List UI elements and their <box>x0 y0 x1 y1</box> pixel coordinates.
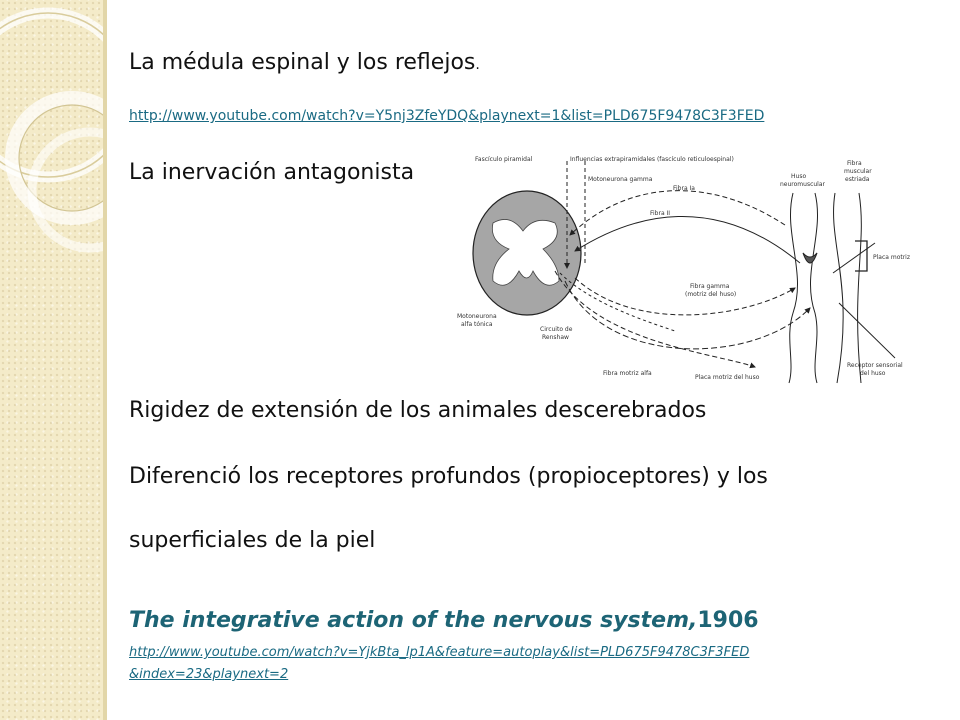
decorative-rings <box>0 7 103 253</box>
label-motoneurona-gamma: Motoneurona gamma <box>588 176 653 183</box>
decorative-sidebar <box>0 0 103 720</box>
diagram-labels: Fascículo piramidal Influencias extrapir… <box>457 156 910 381</box>
sidebar-divider <box>103 0 107 720</box>
label-fibra-motriz-alfa: Fibra motriz alfa <box>603 370 652 377</box>
label-fibra-gamma: Fibra gamma <box>690 283 730 290</box>
label-placa-motriz: Placa motriz <box>873 254 910 261</box>
subtitle-antagonist-innervation: La inervación antagonista <box>129 160 415 185</box>
youtube-link-integrative-action-cont[interactable]: &index=23&playnext=2 <box>129 667 289 682</box>
label-motoneurona: Motoneurona <box>457 313 497 320</box>
text-diferencio: Diferenció los receptores profundos (pro… <box>129 464 768 489</box>
label-estriada: estriada <box>845 176 870 183</box>
label-motriz-huso: (motriz del huso) <box>685 291 736 298</box>
text-rigidez: Rigidez de extensión de los animales des… <box>129 398 707 423</box>
label-huso: Huso <box>791 173 806 180</box>
slide-title: La médula espinal y los reflejos. <box>129 50 480 75</box>
text-superficiales: superficiales de la piel <box>129 528 376 553</box>
label-fasciculo-piramidal: Fascículo piramidal <box>475 156 533 163</box>
youtube-link-integrative-action[interactable]: http://www.youtube.com/watch?v=YjkBta_lp… <box>129 645 750 660</box>
spinal-reflex-diagram: Fascículo piramidal Influencias extrapir… <box>457 156 910 384</box>
label-fibra: Fibra <box>847 160 862 167</box>
label-renshaw: Renshaw <box>542 334 569 341</box>
label-fibra-ia: Fibra Ia <box>673 185 695 192</box>
label-muscular: muscular <box>844 168 872 175</box>
label-placa-motriz-huso: Placa motriz del huso <box>695 374 760 381</box>
youtube-link-reflexes[interactable]: http://www.youtube.com/watch?v=Y5nj3ZfeY… <box>129 108 765 124</box>
spinal-cord-cross-section <box>472 190 582 316</box>
label-receptor-sensorial: Receptor sensorial <box>847 362 903 369</box>
label-influencias: Influencias extrapiramidales (fascículo … <box>570 156 734 163</box>
book-title: The integrative action of the nervous sy… <box>129 608 759 633</box>
muscle-spindle-and-fiber <box>788 192 896 384</box>
label-fibra-ii: Fibra II <box>650 210 670 217</box>
label-neuromuscular: neuromuscular <box>780 181 826 188</box>
label-alfa-tonica: alfa tónica <box>461 321 493 328</box>
label-circuito-de: Circuito de <box>540 326 573 333</box>
reflex-pathways <box>554 161 811 369</box>
label-del-huso: del huso <box>860 370 886 377</box>
